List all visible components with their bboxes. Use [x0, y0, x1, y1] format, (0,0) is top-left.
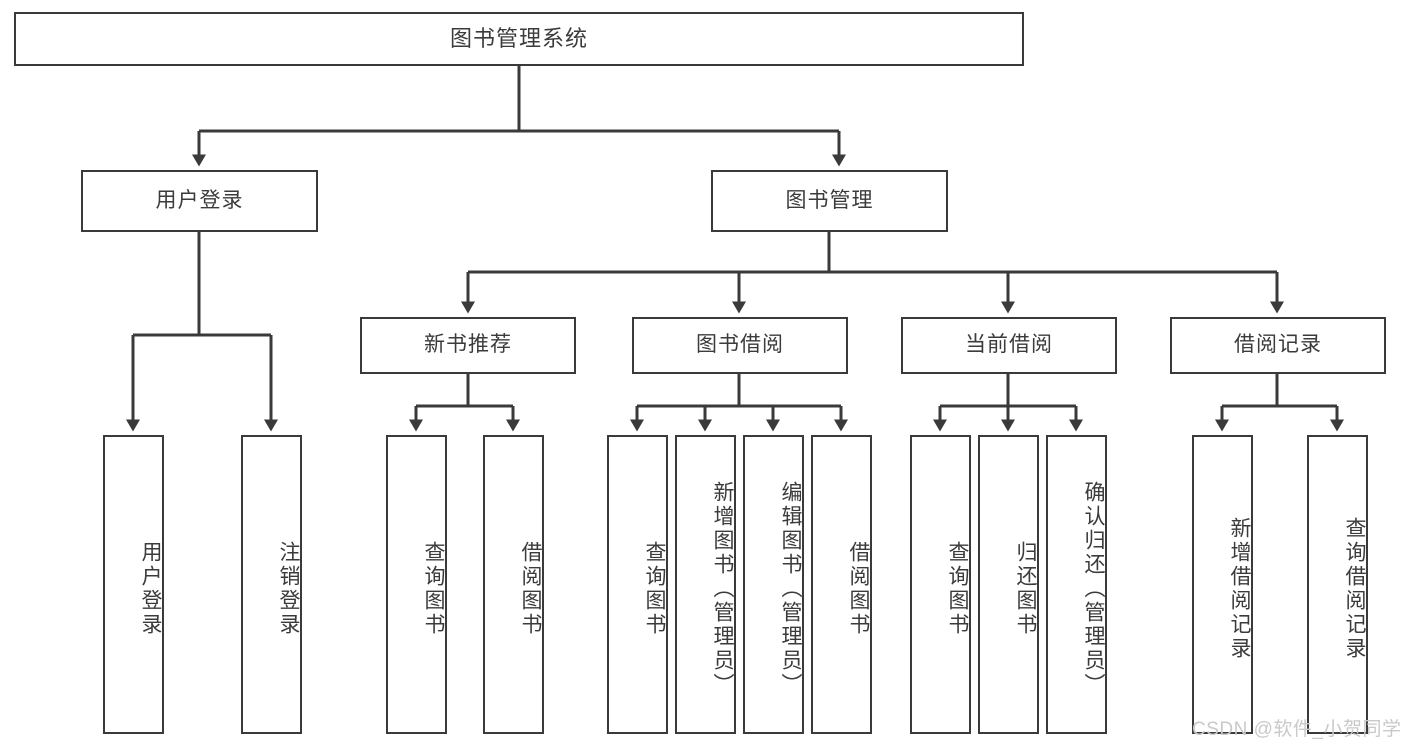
node-label: 编辑图书（管理员）	[779, 480, 802, 697]
leaf-borrow-query-book[interactable]: 查询图书	[607, 435, 668, 734]
node-book-management[interactable]: 图书管理	[711, 170, 948, 232]
node-root-system[interactable]: 图书管理系统	[14, 12, 1024, 66]
node-label: 新书推荐	[424, 333, 512, 357]
node-label: 新增借阅记录	[1228, 516, 1251, 661]
leaf-user-login-signout[interactable]: 注销登录	[241, 435, 302, 734]
node-label: 用户登录	[139, 540, 162, 637]
node-label: 借阅记录	[1234, 333, 1322, 357]
node-label: 归还图书	[1014, 540, 1037, 637]
node-label: 新增图书（管理员）	[711, 480, 734, 697]
leaf-current-query-book[interactable]: 查询图书	[910, 435, 971, 734]
node-label: 图书管理系统	[449, 26, 588, 52]
node-borrow-record[interactable]: 借阅记录	[1170, 317, 1386, 374]
node-label: 用户登录	[155, 188, 244, 212]
node-label: 查询借阅记录	[1343, 516, 1366, 661]
node-label: 查询图书	[946, 540, 969, 637]
leaf-borrow-edit-book[interactable]: 编辑图书（管理员）	[743, 435, 804, 734]
leaf-current-return-book[interactable]: 归还图书	[978, 435, 1039, 734]
node-label: 查询图书	[643, 540, 666, 637]
leaf-record-add-record[interactable]: 新增借阅记录	[1192, 435, 1253, 734]
node-label: 当前借阅	[965, 333, 1053, 357]
node-new-book-recommend[interactable]: 新书推荐	[360, 317, 576, 374]
node-label: 确认归还（管理员）	[1082, 480, 1105, 697]
node-label: 注销登录	[277, 540, 300, 637]
node-label: 图书借阅	[696, 333, 784, 357]
leaf-record-query-record[interactable]: 查询借阅记录	[1307, 435, 1368, 734]
leaf-user-login-signin[interactable]: 用户登录	[103, 435, 164, 734]
csdn-watermark: CSDN @软件_小贺同学	[1192, 719, 1402, 740]
node-label: 借阅图书	[519, 540, 542, 637]
leaf-borrow-add-book[interactable]: 新增图书（管理员）	[675, 435, 736, 734]
leaf-current-confirm-return[interactable]: 确认归还（管理员）	[1046, 435, 1107, 734]
node-label: 借阅图书	[847, 540, 870, 637]
node-label: 查询图书	[422, 540, 445, 637]
leaf-borrow-borrow-book[interactable]: 借阅图书	[811, 435, 872, 734]
node-user-login[interactable]: 用户登录	[81, 170, 318, 232]
node-current-borrow[interactable]: 当前借阅	[901, 317, 1117, 374]
node-label: 图书管理	[785, 188, 874, 212]
leaf-recommend-query-book[interactable]: 查询图书	[386, 435, 447, 734]
node-book-borrow[interactable]: 图书借阅	[632, 317, 848, 374]
leaf-recommend-borrow-book[interactable]: 借阅图书	[483, 435, 544, 734]
